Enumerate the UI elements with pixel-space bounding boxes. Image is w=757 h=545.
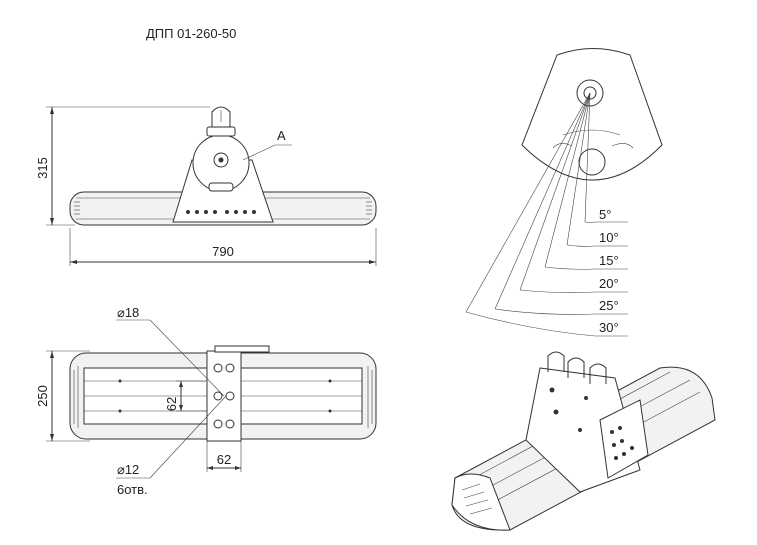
tilt-angle-5: 5° [599, 207, 611, 222]
spacing-horizontal-62: 62 [217, 452, 231, 467]
tilt-angle-25: 25° [599, 298, 619, 313]
height-dimension-250: 250 [35, 385, 50, 407]
top-view: 250 ⌀18 ⌀12 6отв. [35, 305, 377, 497]
detail-label-a: А [277, 128, 286, 143]
tilt-angle-10: 10° [599, 230, 619, 245]
height-dimension-315: 315 [35, 157, 50, 179]
spacing-vertical-62: 62 [164, 397, 179, 411]
tilt-angle-15: 15° [599, 253, 619, 268]
isometric-view [451, 351, 716, 531]
tilt-diagram: 5° 10° 15° 20° 25° 30° [465, 48, 663, 337]
hole-diameter-12: ⌀12 [117, 462, 139, 477]
front-view: 315 А [35, 106, 377, 266]
hole-diameter-18: ⌀18 [117, 305, 139, 320]
tilt-angle-20: 20° [599, 276, 619, 291]
width-dimension-790: 790 [212, 244, 234, 259]
hole-count: 6отв. [117, 482, 148, 497]
drawing-title: ДПП 01-260-50 [146, 26, 236, 41]
tilt-angle-30: 30° [599, 320, 619, 335]
